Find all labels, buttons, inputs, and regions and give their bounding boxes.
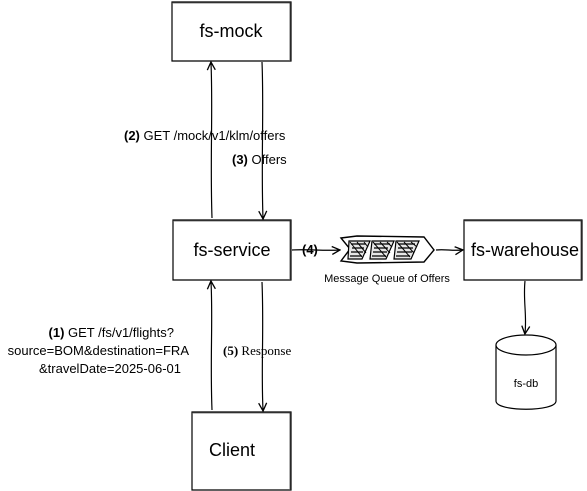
edge-1-number: (1)	[49, 325, 65, 340]
arrow-2-service-to-mock	[211, 63, 212, 219]
arrow-1-client-to-service	[211, 282, 212, 411]
queue-slot-2	[369, 240, 395, 260]
fs-service-label: fs-service	[193, 240, 270, 260]
edge-3-label: (3) Offers	[232, 152, 287, 167]
edge-5-number: (5)	[223, 343, 238, 358]
edge-5-text: Response	[238, 343, 291, 358]
client-node: Client	[191, 411, 292, 491]
queue-label: Message Queue of Offers	[324, 273, 450, 285]
fs-db-label: fs-db	[514, 378, 538, 390]
queue-slot-3	[393, 240, 420, 260]
fs-db-node: fs-db	[495, 334, 557, 410]
edge-1-line-3: &travelDate=2025-06-01	[39, 361, 181, 376]
edge-2-number: (2)	[124, 128, 140, 143]
edge-1-text: GET /fs/v1/flights?	[64, 325, 174, 340]
edge-1-label: (1) GET /fs/v1/flights? source=BOM&desti…	[8, 325, 190, 376]
arrow-3-mock-to-service	[262, 61, 263, 218]
fs-warehouse-node: fs-warehouse	[463, 219, 583, 281]
fs-mock-label: fs-mock	[200, 21, 264, 41]
fs-warehouse-label: fs-warehouse	[471, 240, 579, 260]
client-label: Client	[209, 440, 255, 460]
arrow-warehouse-to-db	[524, 280, 525, 333]
edge-3-number: (3)	[232, 152, 248, 167]
arrow-queue-to-warehouse	[435, 250, 462, 251]
arrow-4-service-to-queue	[291, 250, 339, 251]
edge-4-label: (4)	[302, 242, 318, 257]
edge-5-label: (5) Response	[223, 343, 291, 358]
edge-2-text: GET /mock/v1/klm/offers	[140, 128, 286, 143]
fs-service-node: fs-service	[172, 219, 292, 281]
fs-mock-node: fs-mock	[171, 1, 292, 62]
edge-3-text: Offers	[248, 152, 287, 167]
edge-1-line-1: (1) GET /fs/v1/flights?	[49, 325, 174, 340]
arrow-5-service-to-client	[262, 281, 263, 410]
edge-1-line-2: source=BOM&destination=FRA	[8, 343, 190, 358]
edge-2-label: (2) GET /mock/v1/klm/offers	[124, 128, 286, 143]
message-queue: Message Queue of Offers	[324, 235, 450, 285]
queue-slot-1	[347, 240, 371, 260]
